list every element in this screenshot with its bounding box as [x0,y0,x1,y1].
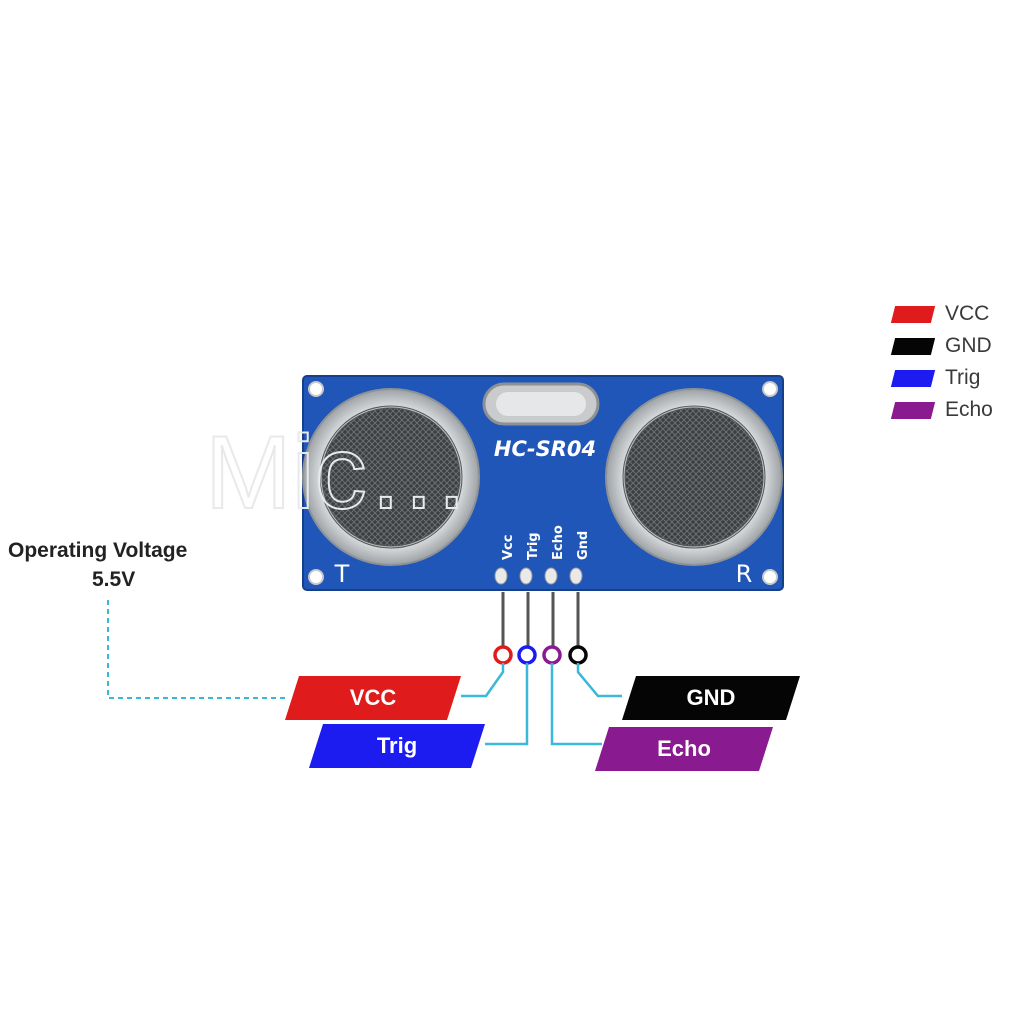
connector-gnd [576,663,622,698]
transmitter-label: T [334,560,350,588]
pin-ring-gnd [568,645,588,665]
legend-label: GND [945,334,992,357]
legend-item: Trig [890,362,993,394]
connector-echo [550,663,602,746]
pin-ring-vcc [493,645,513,665]
legend-swatch [890,337,936,355]
mount-hole [308,569,324,585]
receiver-label: R [736,560,753,588]
pin-pad-vcc [494,567,508,585]
legend-item: VCC [890,298,993,330]
transmitter-transducer [302,388,480,566]
silk-echo: Echo [551,525,566,560]
mount-hole [762,381,778,397]
legend-label: Echo [945,398,993,421]
operating-voltage-title: Operating Voltage [8,539,188,562]
pin-tag-echo: Echo [595,727,773,771]
silk-vcc: Vcc [501,535,516,560]
legend-swatch [890,369,936,387]
pin-ring-trig [517,645,537,665]
receiver-transducer [605,388,783,566]
silk-trig: Trig [526,532,541,560]
module-model-label: HC-SR04 [494,437,596,461]
voltage-leader-line [107,600,285,699]
legend-label: VCC [945,302,990,325]
legend-swatch [890,305,936,323]
legend-item: Echo [890,394,993,426]
pin-tag-trig: Trig [309,724,485,768]
pin-pad-trig [519,567,533,585]
pin-pad-gnd [569,567,583,585]
pin-tag-gnd: GND [622,676,800,720]
connector-trig [485,663,529,746]
mount-hole [762,569,778,585]
color-legend: VCC GND Trig Echo [890,298,993,426]
mount-hole [308,381,324,397]
silk-gnd: Gnd [576,531,591,560]
legend-label: Trig [945,366,981,389]
pin-ring-echo [542,645,562,665]
operating-voltage-annotation: Operating Voltage 5.5V [8,536,248,594]
connector-vcc [461,663,505,698]
legend-swatch [890,401,936,419]
legend-item: GND [890,330,993,362]
pin-pad-echo [544,567,558,585]
operating-voltage-value: 5.5V [92,568,136,591]
pin-tag-vcc: VCC [285,676,461,720]
